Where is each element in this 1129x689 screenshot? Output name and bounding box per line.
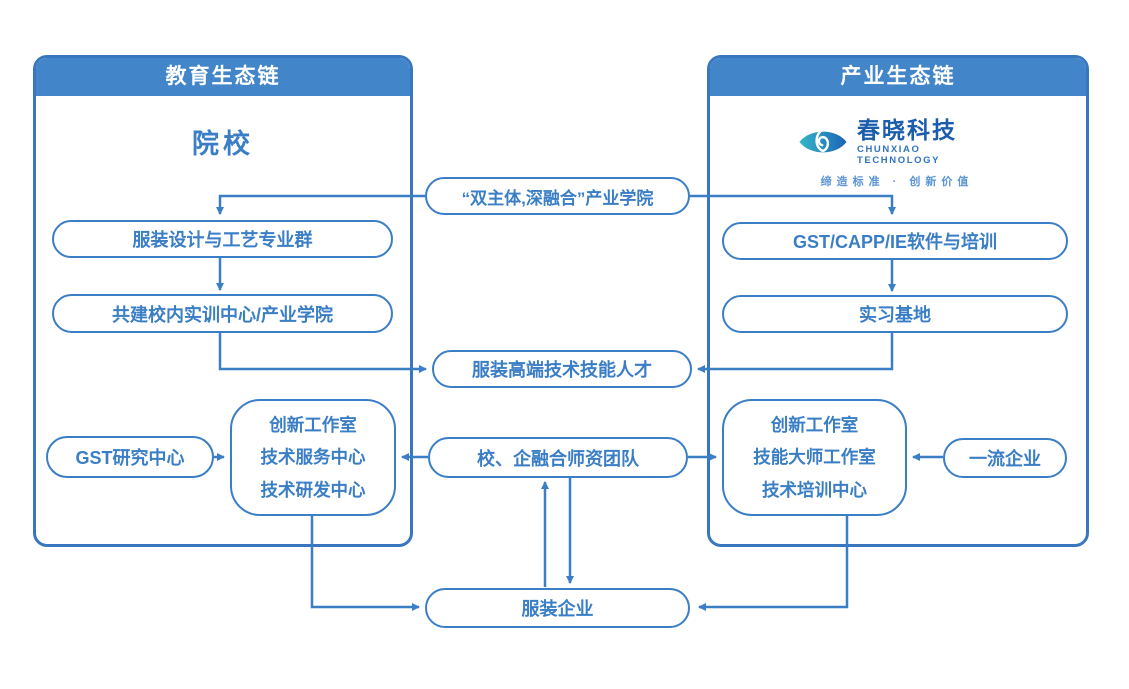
left-centers-line-3: 技术研发中心 <box>260 479 366 500</box>
logo-company-name: 春晓科技 <box>857 117 957 143</box>
node-left-centers: 创新工作室 技术服务中心 技术研发中心 <box>230 399 396 516</box>
node-first-class-enterprise: 一流企业 <box>943 438 1067 478</box>
node-fashion-design-major-group: 服装设计与工艺专业群 <box>52 220 393 258</box>
left-centers-line-1: 创新工作室 <box>269 414 357 435</box>
node-campus-training-center: 共建校内实训中心/产业学院 <box>52 294 393 333</box>
node-faculty-team: 校、企融合师资团队 <box>428 437 688 478</box>
logo-company-name-en: CHUNXIAO TECHNOLOGY <box>857 144 941 167</box>
education-ecosystem-header: 教育生态链 <box>36 58 410 96</box>
industry-ecosystem-header: 产业生态链 <box>710 58 1086 96</box>
left-centers-line-2: 技术服务中心 <box>260 447 366 468</box>
right-centers-line-3: 技术培训中心 <box>762 479 867 500</box>
node-high-end-talents: 服装高端技术技能人才 <box>432 350 692 388</box>
right-centers-line-1: 创新工作室 <box>770 414 859 435</box>
logo-tagline: 缔造标准 · 创新价值 <box>820 176 974 189</box>
node-dual-subject-industry-college: “双主体,深融合”产业学院 <box>425 177 690 215</box>
node-right-centers: 创新工作室 技能大师工作室 技术培训中心 <box>722 399 907 516</box>
node-software-and-training: GST/CAPP/IE软件与培训 <box>722 222 1068 260</box>
chunxiao-logo: 春晓科技 CHUNXIAO TECHNOLOGY 缔造标准 · 创新价值 <box>797 118 997 189</box>
node-gst-research-center: GST研究中心 <box>46 436 214 478</box>
college-title: 院校 <box>192 129 254 159</box>
right-centers-line-2: 技能大师工作室 <box>753 447 876 468</box>
node-internship-base: 实习基地 <box>722 295 1068 333</box>
eye-swirl-icon <box>799 128 847 153</box>
node-garment-enterprise: 服装企业 <box>425 588 690 628</box>
